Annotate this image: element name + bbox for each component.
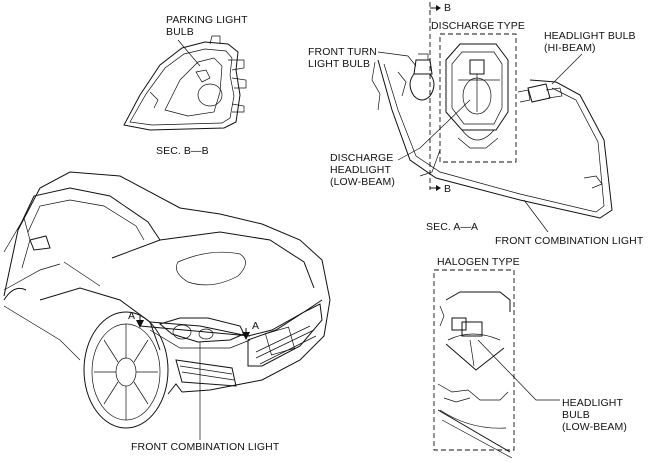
discharge-headlight-label: DISCHARGE HEADLIGHT (LOW-BEAM) <box>330 152 395 188</box>
discharge-headlight-leader <box>397 99 471 161</box>
discharge-type-label: DISCHARGE TYPE <box>431 20 525 32</box>
front-turn-leader <box>377 51 417 67</box>
front-combination-light-right-label: FRONT COMBINATION LIGHT <box>495 235 644 247</box>
front-combination-right-leader <box>523 199 549 233</box>
sec-aa-label: SEC. A—A <box>426 221 479 233</box>
front-turn-light-bulb-label: FRONT TURN LIGHT BULB <box>308 46 377 70</box>
sec-bb-headlight-housing <box>123 35 247 131</box>
a-right-label: A <box>252 320 260 332</box>
headlight-bulb-hi-label: HEADLIGHT BULB (HI-BEAM) <box>544 30 636 54</box>
halogen-type-label: HALOGEN TYPE <box>437 256 520 268</box>
headlight-bulb-low-label: HEADLIGHT BULB (LOW-BEAM) <box>562 397 627 433</box>
sec-aa-discharge-housing <box>371 2 613 219</box>
parking-light-bulb-label: PARKING LIGHT BULB <box>166 14 248 38</box>
b-bottom-label: B <box>444 183 452 195</box>
front-combination-light-bottom-label: FRONT COMBINATION LIGHT <box>131 441 280 453</box>
halogen-type-housing <box>433 269 515 459</box>
sec-bb-label: SEC. B—B <box>156 145 209 157</box>
hi-beam-leader <box>551 53 583 85</box>
parking-light-leader <box>177 39 201 67</box>
headlight-low-leader <box>477 339 560 401</box>
a-left-label: A <box>128 310 136 322</box>
b-top-label: B <box>444 2 452 14</box>
car-illustration <box>3 171 331 429</box>
